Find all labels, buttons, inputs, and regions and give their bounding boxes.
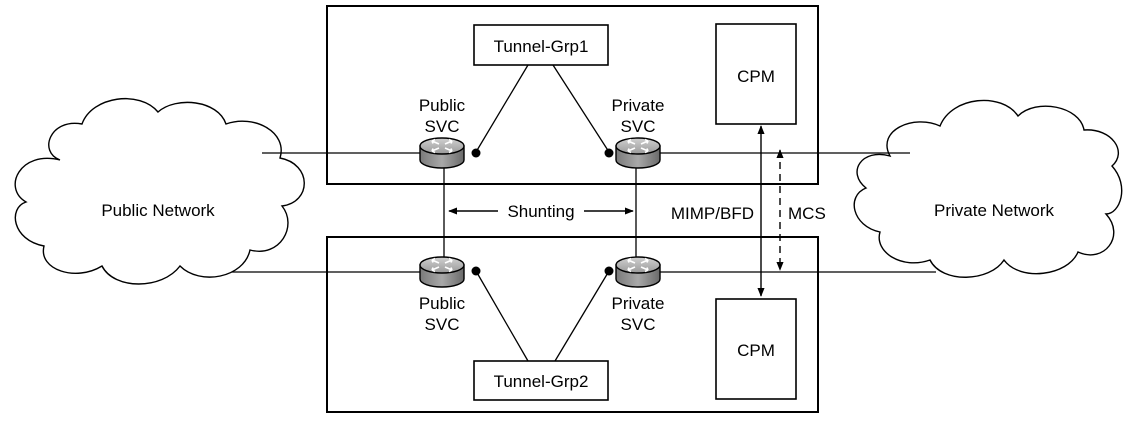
private-svc-router-bottom	[615, 256, 661, 288]
cpm-top-box	[715, 23, 797, 125]
cpm-bottom-box	[715, 298, 797, 400]
tunnel-grp2-private-link	[554, 270, 610, 362]
private-top-port-dot	[604, 148, 614, 158]
private-svc-bottom-label-2: SVC	[621, 315, 656, 334]
mcs-label: MCS	[788, 204, 826, 223]
public-svc-router-top	[419, 137, 465, 169]
public-top-port-dot	[471, 148, 481, 158]
public-bottom-port-dot	[471, 266, 481, 276]
tunnel-grp1-box	[473, 24, 609, 66]
private-svc-bottom-label-1: Private	[612, 294, 665, 313]
tunnel-grp2-public-link	[475, 270, 529, 362]
tunnel-grp2-box	[473, 360, 609, 401]
private-network-label: Private Network	[934, 201, 1054, 220]
public-network-cloud	[14, 98, 305, 285]
cpm-top-label: CPM	[737, 67, 775, 86]
private-svc-top-label-1: Private	[612, 96, 665, 115]
public-svc-bottom-label-2: SVC	[425, 315, 460, 334]
private-svc-top-label-2: SVC	[621, 117, 656, 136]
tunnel-grp1-label: Tunnel-Grp1	[494, 37, 589, 56]
public-svc-top-label-1: Public	[419, 96, 466, 115]
cpm-bottom-label: CPM	[737, 341, 775, 360]
shunting-label: Shunting	[507, 202, 574, 221]
public-svc-top-label-2: SVC	[425, 117, 460, 136]
tunnel-grp1-public-link	[475, 64, 529, 153]
public-svc-router-bottom	[419, 256, 465, 288]
private-svc-router-top	[615, 137, 661, 169]
private-bottom-port-dot	[604, 266, 614, 276]
tunnel-grp1-private-link	[552, 64, 610, 153]
public-network-label: Public Network	[101, 201, 215, 220]
tunnel-grp2-label: Tunnel-Grp2	[494, 372, 589, 391]
private-network-cloud	[853, 99, 1123, 278]
mimp-bfd-label: MIMP/BFD	[671, 204, 754, 223]
public-svc-bottom-label-1: Public	[419, 294, 466, 313]
